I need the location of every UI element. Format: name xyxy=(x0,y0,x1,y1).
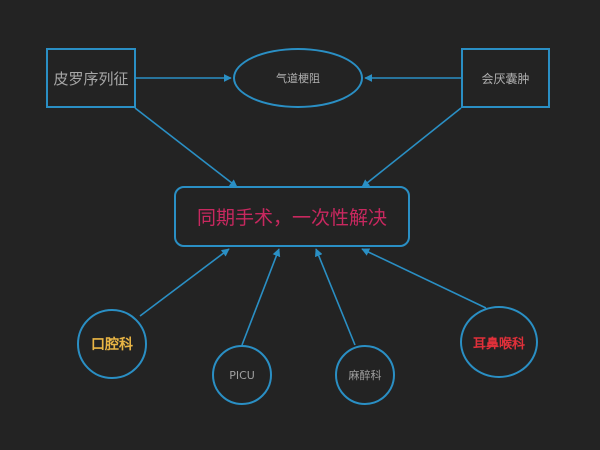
node-center: 同期手术，一次性解决 xyxy=(174,186,410,247)
connector-ent-to-center xyxy=(361,248,487,309)
node-picu: PICU xyxy=(212,345,272,405)
connector-anesthesia-to-center xyxy=(315,248,356,346)
node-pierre-robin-label: 皮罗序列征 xyxy=(53,69,129,88)
node-picu-label: PICU xyxy=(229,368,255,382)
node-airway-obstruction: 气道梗阻 xyxy=(233,48,363,108)
connector-cyst-to-center xyxy=(361,107,462,188)
node-anesthesia-label: 麻醉科 xyxy=(348,369,382,382)
node-oral: 口腔科 xyxy=(77,309,147,379)
node-ent: 耳鼻喉科 xyxy=(460,306,538,378)
connector-oral-to-center xyxy=(139,248,230,317)
node-airway-obstruction-label: 气道梗阻 xyxy=(276,72,320,85)
connector-pierre-robin-to-center xyxy=(134,107,238,188)
node-epiglottic-cyst: 会厌囊肿 xyxy=(461,48,550,108)
node-epiglottic-cyst-label: 会厌囊肿 xyxy=(481,71,530,86)
node-anesthesia: 麻醉科 xyxy=(335,345,395,405)
connector-picu-to-center xyxy=(241,248,281,346)
node-oral-label: 口腔科 xyxy=(91,337,133,353)
node-pierre-robin: 皮罗序列征 xyxy=(46,48,136,108)
node-center-label: 同期手术，一次性解决 xyxy=(196,207,387,229)
node-ent-label: 耳鼻喉科 xyxy=(472,336,525,352)
